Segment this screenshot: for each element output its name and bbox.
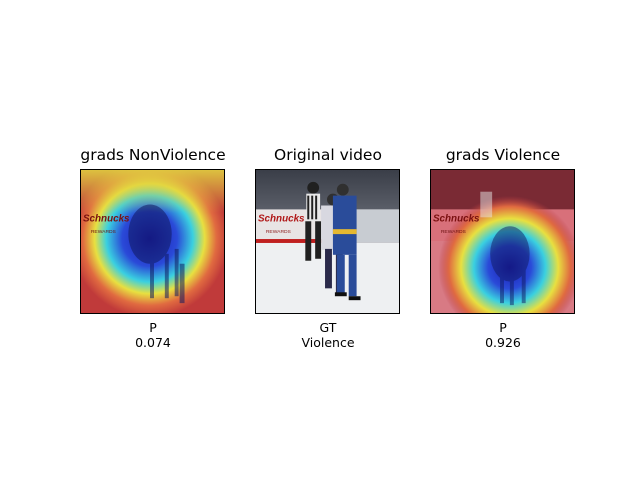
panel-caption: P 0.074 (68, 320, 238, 350)
panel-title: grads NonViolence (80, 146, 226, 164)
board-sub-text: REWARDS (91, 229, 117, 235)
board-text: Schnucks (258, 213, 305, 224)
panel-title: Original video (274, 146, 382, 164)
heatmap-violence-image: Schnucks REWARDS (430, 169, 575, 314)
board-sub-text: REWARDS (266, 229, 292, 235)
panel-caption: P 0.926 (418, 320, 588, 350)
board-text: Schnucks (433, 213, 480, 224)
caption-value: 0.074 (135, 335, 171, 350)
board-text: Schnucks (83, 213, 130, 224)
caption-label: GT (319, 320, 337, 335)
caption-label: P (499, 320, 507, 335)
panel-title: grads Violence (445, 146, 561, 164)
caption-label: P (149, 320, 157, 335)
board-sub-text: REWARDS (441, 229, 467, 235)
panel-caption: GT Violence (243, 320, 413, 350)
original-video-frame-image: Schnucks REWARDS (255, 169, 400, 314)
heatmap-nonviolence-image: Schnucks REWARDS (80, 169, 225, 314)
caption-value: 0.926 (485, 335, 521, 350)
caption-value: Violence (301, 335, 355, 350)
